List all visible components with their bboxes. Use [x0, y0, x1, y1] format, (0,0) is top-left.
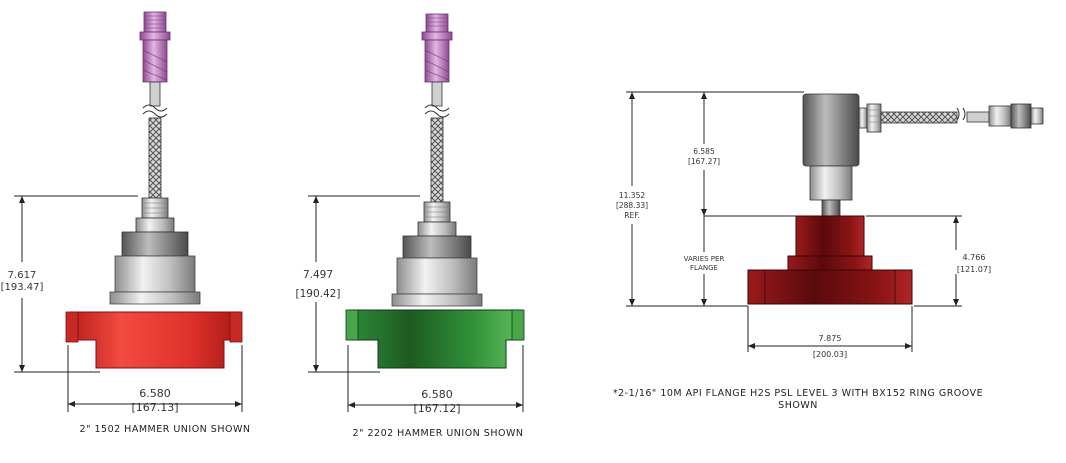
width-dim-value: 7.875	[819, 334, 842, 343]
caption-line-1: *2-1/16" 10M API FLANGE H2S PSL LEVEL 3 …	[613, 388, 983, 399]
height-dim-mm: [193.47]	[1, 282, 44, 293]
flange-height-dim-mm: [121.07]	[957, 265, 991, 274]
width-dim-mm: [200.03]	[813, 350, 847, 359]
flange-height-dim-value: 4.766	[963, 253, 986, 262]
sensor-drawing-2202: 7.497 [190.42] 6.580 [167.12] 2" 2202 HA…	[296, 13, 525, 439]
upper-dim-mm: [167.27]	[688, 157, 720, 166]
total-dim-mm: [288.33]	[616, 201, 648, 210]
width-dim-value: 6.580	[421, 388, 453, 401]
caption: 2" 1502 HAMMER UNION SHOWN	[80, 424, 251, 435]
width-dim-mm: [167.13]	[131, 401, 178, 414]
total-dim-note: REF.	[624, 211, 639, 220]
sensor-drawing-api-flange: 11.352 [288.33] REF. 6.585 [167.27] VARI…	[613, 91, 1044, 411]
caption: 2" 2202 HAMMER UNION SHOWN	[353, 428, 524, 439]
varies-label-line1: VARIES PER	[684, 255, 725, 263]
varies-label-line2: FLANGE	[690, 264, 718, 272]
connector-icon	[139, 11, 171, 83]
height-dim-mm: [190.42]	[296, 288, 341, 300]
width-dim-value: 6.580	[139, 387, 171, 400]
width-dim-mm: [167.12]	[413, 402, 460, 415]
sensor-drawing-1502: 7.617 [193.47] 6.580 [167.13] 2" 1502 HA…	[1, 11, 251, 435]
upper-dim-value: 6.585	[693, 147, 715, 156]
height-dim-value: 7.617	[8, 270, 37, 281]
connector-icon	[421, 13, 453, 83]
total-dim-value: 11.352	[619, 191, 645, 200]
caption-line-2: SHOWN	[778, 400, 818, 411]
height-dim-value: 7.497	[303, 269, 333, 281]
